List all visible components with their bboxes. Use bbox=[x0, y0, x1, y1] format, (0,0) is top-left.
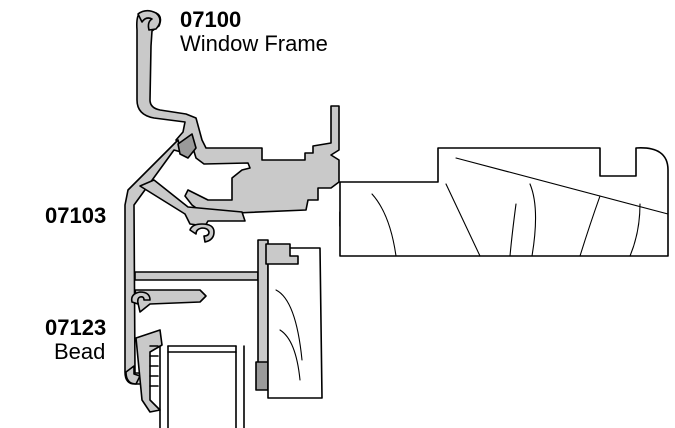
sash-rib-upper bbox=[139, 179, 246, 227]
frame-code: 07100 bbox=[180, 7, 242, 32]
frame-top-hook bbox=[137, 9, 161, 31]
bead-teeth bbox=[149, 345, 159, 387]
sash-clip-mid bbox=[130, 291, 151, 305]
sash-label-group: 07103 bbox=[45, 204, 106, 228]
sash-rib-middle bbox=[134, 271, 259, 281]
timber-sash bbox=[267, 247, 323, 399]
gasket-top bbox=[177, 133, 197, 159]
glass-spacer bbox=[167, 345, 237, 353]
gasket-bead bbox=[255, 361, 269, 391]
timber-grain-sash bbox=[275, 289, 303, 381]
frame-label-group: 07100 Window Frame bbox=[180, 8, 328, 56]
timber-grain-frame bbox=[371, 157, 669, 257]
window-frame-profile bbox=[136, 12, 340, 214]
sash-code: 07103 bbox=[45, 203, 107, 228]
frame-name: Window Frame bbox=[180, 31, 328, 56]
sash-clip-upper bbox=[189, 223, 215, 243]
glass-pane-inner bbox=[235, 345, 245, 428]
timber-sash-rebate bbox=[265, 243, 299, 265]
sash-rib-lower bbox=[134, 289, 207, 313]
bead-profile bbox=[135, 329, 163, 413]
bead-label-group: 07123 Bead bbox=[45, 316, 106, 364]
sash-clip-lower bbox=[125, 365, 141, 385]
bead-name: Bead bbox=[54, 339, 106, 364]
bead-code: 07123 bbox=[45, 315, 107, 340]
glass-pane-outer bbox=[159, 345, 169, 428]
timber-frame bbox=[339, 147, 669, 257]
